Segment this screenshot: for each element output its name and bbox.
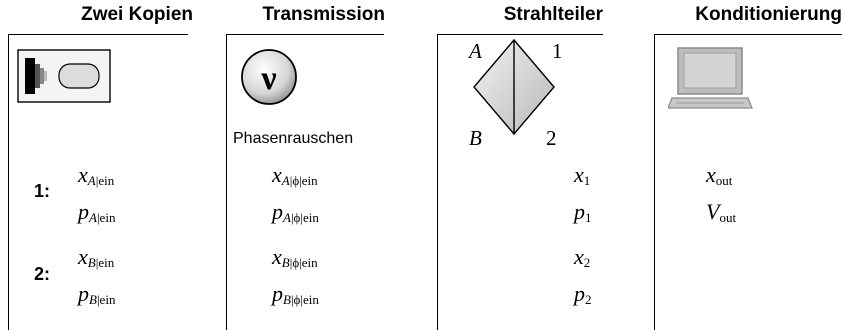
port-1-label: 1 [552,39,563,63]
var-x-a-phi-ein: xA|ϕ|ein [272,162,318,188]
var-p-a-ein: pA|ein [78,199,116,225]
row-label-2: 2: [34,264,51,284]
var-x-1: x1 [574,162,591,188]
column-top-2 [226,34,384,36]
header-konditionierung: Konditionierung [695,4,842,25]
var-p-1: p1 [574,199,592,225]
column-top-1 [8,34,188,36]
var-x-a-ein: xA|ein [78,162,115,188]
var-x-b-phi-ein: xB|ϕ|ein [272,244,318,270]
row-label-1: 1: [34,181,51,201]
header-strahlteiler: Strahlteiler [503,4,603,25]
two-copies-source-icon [17,49,111,103]
beam-splitter-diamond [473,38,555,136]
port-a-label: A [469,39,482,63]
var-x-out: xout [706,162,733,188]
phasenrauschen-caption: Phasenrauschen [233,130,354,147]
port-2-label: 2 [546,126,557,150]
var-x-b-ein: xB|ein [78,244,115,270]
var-p-2: p2 [574,281,592,307]
var-p-a-phi-ein: pA|ϕ|ein [272,199,319,225]
header-zwei-kopien: Zwei Kopien [81,4,193,25]
column-divider-1 [8,34,10,330]
computer-icon [668,47,753,109]
var-x-2: x2 [574,244,591,270]
column-top-3 [437,34,603,36]
nu-glyph: ν [260,60,276,97]
var-p-b-ein: pB|ein [78,281,116,307]
var-p-b-phi-ein: pB|ϕ|ein [272,281,319,307]
header-transmission: Transmission [262,4,386,25]
column-divider-2 [226,34,228,330]
column-top-4 [654,34,842,36]
phase-noise-nu-icon: ν [241,49,297,105]
port-b-label: B [469,126,482,150]
var-v-out: Vout [706,199,737,225]
column-divider-3 [437,34,439,330]
column-divider-4 [654,34,656,330]
